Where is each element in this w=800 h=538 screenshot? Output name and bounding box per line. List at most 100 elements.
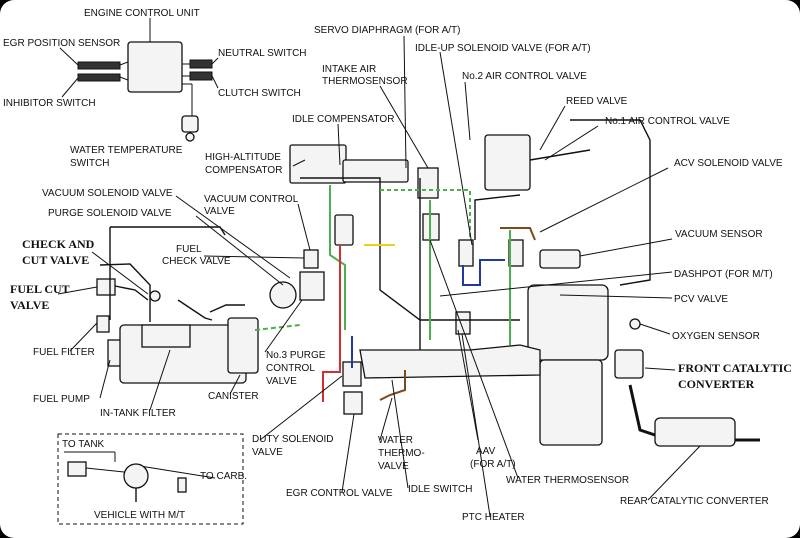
ptc-heater (455, 311, 471, 335)
label-no1-air-control: No.1 AIR CONTROL VALVE (605, 116, 730, 127)
label-fuel-filter: FUEL FILTER (33, 347, 95, 358)
label-water-thermosensor: WATER THERMOSENSOR (506, 475, 629, 486)
hose-blue-1 (462, 259, 505, 286)
vacuum-sensor (539, 249, 581, 269)
oxygen-sensor (629, 318, 641, 330)
intake-air-thermosensor (417, 167, 439, 199)
label-reed-valve: REED VALVE (566, 96, 628, 107)
label-inhibitor-switch: INHIBITOR SWITCH (3, 98, 96, 109)
label-to-carb: TO CARB. (200, 471, 247, 482)
label-idle-switch: IDLE SWITCH (408, 484, 472, 495)
label-ptc-heater: PTC HEATER (462, 512, 525, 523)
label-neutral-switch: NEUTRAL SWITCH (218, 48, 307, 59)
label-water-temp-switch-2: SWITCH (70, 158, 109, 169)
no1-air-control-valve (484, 134, 531, 191)
idle-compensator (342, 159, 409, 183)
leader-lines (57, 35, 701, 517)
label-fuel-check-2: CHECK VALVE (162, 256, 231, 267)
canister (227, 317, 259, 374)
label-vacuum-solenoid: VACUUM SOLENOID VALVE (42, 188, 173, 199)
label-clutch-switch: CLUTCH SWITCH (218, 88, 301, 99)
label-high-alt-1: HIGH-ALTITUDE (205, 152, 281, 163)
label-water-temp-switch-1: WATER TEMPERATURE (70, 145, 183, 156)
label-ecu: ENGINE CONTROL UNIT (84, 8, 200, 19)
fuel-cut-valve (96, 278, 116, 296)
label-duty-solenoid-2: VALVE (252, 447, 283, 458)
label-canister: CANISTER (208, 391, 259, 402)
ecu-box (127, 41, 183, 93)
label-front-cat-1: FRONT CATALYTIC (678, 361, 792, 375)
hose-red (322, 245, 341, 402)
egr-position-sensor-connector (77, 61, 121, 70)
label-front-cat-2: CONVERTER (678, 377, 755, 391)
label-intake-air-2: THERMOSENSOR (322, 76, 408, 87)
label-acv-solenoid: ACV SOLENOID VALVE (674, 158, 783, 169)
label-check-cut-2: CUT VALVE (22, 253, 89, 267)
label-no3-purge-1: No.3 PURGE (266, 350, 326, 361)
hoses-group (254, 185, 536, 402)
water-temperature-switch (181, 115, 199, 133)
label-vehicle-mt: VEHICLE WITH M/T (94, 510, 185, 521)
label-dashpot: DASHPOT (FOR M/T) (674, 269, 773, 280)
label-intake-air-1: INTAKE AIR (322, 64, 376, 75)
neutral-switch-connector (189, 59, 213, 69)
hose-brown-2 (500, 227, 536, 241)
fuel-system-group (96, 226, 259, 384)
check-and-cut-valve (149, 290, 161, 302)
engine-group (269, 119, 760, 447)
labels-group: ENGINE CONTROL UNIT EGR POSITION SENSOR … (3, 8, 792, 523)
label-idle-compensator: IDLE COMPENSATOR (292, 114, 394, 125)
no3-purge-control-valve (299, 271, 325, 301)
label-fuel-cut-1: FUEL CUT (10, 282, 70, 296)
engine-lower (539, 359, 603, 446)
front-catalytic-converter (614, 349, 644, 379)
label-in-tank-filter: IN-TANK FILTER (100, 408, 176, 419)
label-vacuum-control-1: VACUUM CONTROL (204, 194, 299, 205)
label-vacuum-control-2: VALVE (204, 206, 235, 217)
ecu-group (59, 18, 219, 142)
purge-solenoid-valve (303, 249, 319, 269)
no2-air-control-valve (508, 239, 524, 267)
mt-fuel-pump-icon (123, 463, 149, 489)
in-tank-filter (141, 324, 191, 348)
hose-brown-1 (379, 370, 406, 401)
mt-inset-box (57, 433, 244, 525)
label-fuel-check-1: FUEL (176, 244, 202, 255)
label-servo-diaphragm: SERVO DIAPHRAGM (FOR A/T) (314, 25, 461, 36)
label-duty-solenoid-1: DUTY SOLENOID (252, 434, 334, 445)
mt-fuel-filter-icon (67, 461, 87, 477)
hose-green-2 (380, 189, 471, 240)
label-check-cut-1: CHECK AND (22, 237, 95, 251)
mt-inset-group (57, 433, 244, 525)
label-fuel-cut-2: VALVE (10, 298, 49, 312)
label-pcv-valve: PCV VALVE (674, 294, 728, 305)
label-to-tank: TO TANK (62, 439, 105, 450)
label-idle-up-solenoid: IDLE-UP SOLENOID VALVE (FOR A/T) (415, 43, 591, 54)
label-water-thermo-1: WATER (378, 435, 413, 446)
label-high-alt-2: COMPENSATOR (205, 165, 282, 176)
label-egr-position-sensor: EGR POSITION SENSOR (3, 38, 120, 49)
label-no2-air-control: No.2 AIR CONTROL VALVE (462, 71, 587, 82)
label-aav-2: (FOR A/T) (470, 459, 516, 470)
label-water-thermo-2: THERMO- (378, 448, 425, 459)
vacuum-control-valve (334, 214, 354, 246)
egr-control-valve (343, 391, 363, 415)
hose-green-1 (329, 185, 346, 330)
inhibitor-switch-connector (77, 73, 121, 82)
label-aav-1: AAV (476, 446, 496, 457)
vacuum-solenoid-valve (269, 281, 297, 309)
clutch-switch-connector (189, 71, 213, 81)
label-no3-purge-2: CONTROL (266, 363, 315, 374)
label-fuel-pump: FUEL PUMP (33, 394, 90, 405)
label-no3-purge-3: VALVE (266, 376, 297, 387)
vacuum-hose-main (300, 177, 520, 321)
fuel-filter (96, 315, 110, 333)
idle-up-solenoid-valve (458, 239, 474, 267)
rear-catalytic-converter (654, 417, 736, 447)
label-purge-solenoid: PURGE SOLENOID VALVE (48, 208, 172, 219)
intake-manifold (359, 344, 541, 379)
label-water-thermo-3: VALVE (378, 461, 409, 472)
label-oxygen-sensor: OXYGEN SENSOR (672, 331, 760, 342)
